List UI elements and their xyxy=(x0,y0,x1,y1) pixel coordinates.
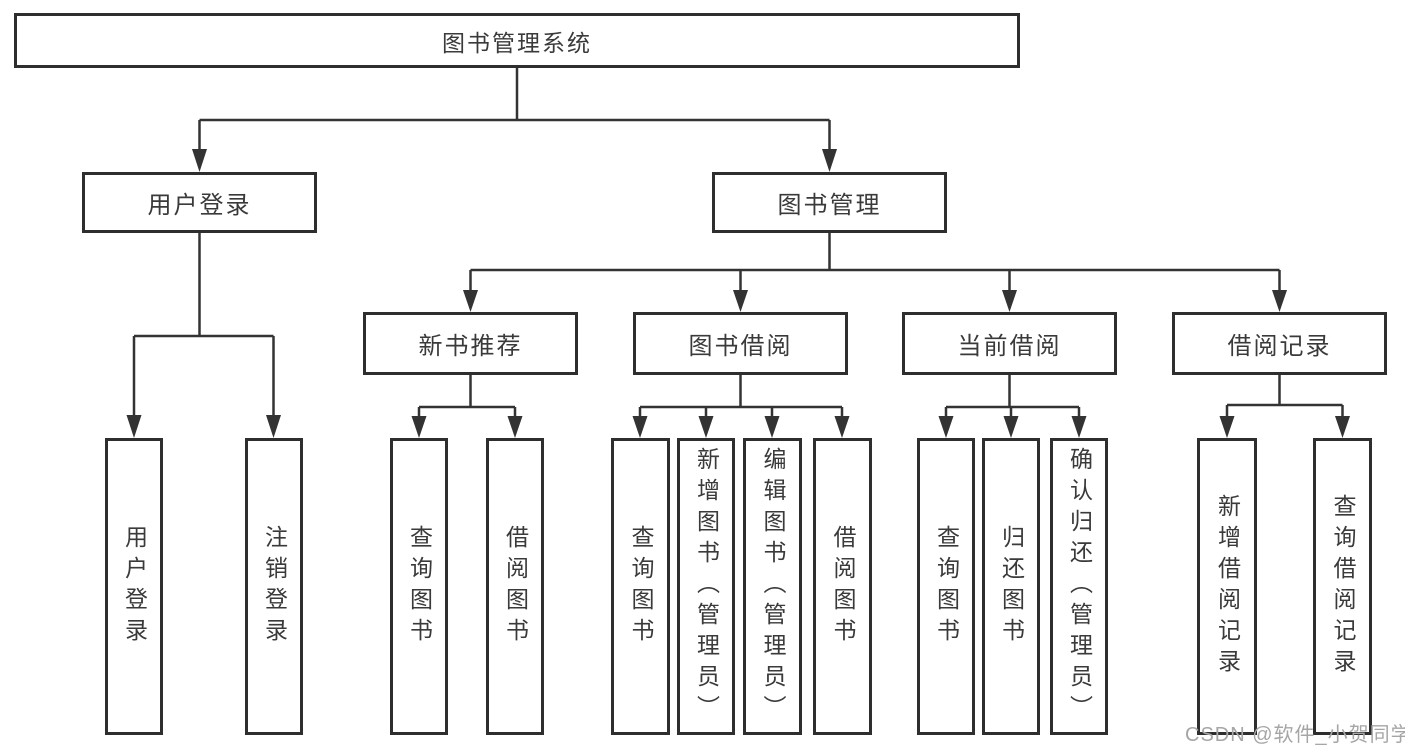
node-label: 查询借阅记录 xyxy=(1330,493,1356,680)
leaf-query-books-recommend: 查询图书 xyxy=(390,438,448,735)
node-label: 图书借阅 xyxy=(688,333,793,360)
csdn-watermark: CSDN @软件_小贺同学 xyxy=(1185,724,1405,746)
node-new-book-recommend: 新书推荐 xyxy=(363,312,578,375)
leaf-query-books-current: 查询图书 xyxy=(917,438,975,735)
connector-current-borrowing xyxy=(938,375,1087,438)
node-label: 图书管理 xyxy=(777,192,882,219)
leaf-add-books-admin: 新增图书（管理员） xyxy=(677,438,735,735)
node-borrowing-records: 借阅记录 xyxy=(1172,312,1387,375)
node-label: 查询图书 xyxy=(628,524,654,649)
node-label: 用户登录 xyxy=(121,524,148,649)
leaf-borrow-books-recommend: 借阅图书 xyxy=(486,438,544,735)
node-label: 查询图书 xyxy=(933,524,960,649)
node-label: 当前借阅 xyxy=(957,333,1062,360)
node-label: 查询图书 xyxy=(406,524,433,649)
connector-root xyxy=(192,68,837,172)
leaf-logout: 注销登录 xyxy=(245,438,303,735)
connector-book-management xyxy=(463,233,1287,312)
connector-user-login xyxy=(126,233,281,438)
leaf-confirm-return-admin: 确认归还（管理员） xyxy=(1050,438,1108,735)
connector-book-borrowing xyxy=(632,375,850,438)
node-current-borrowing: 当前借阅 xyxy=(902,312,1117,375)
node-user-login: 用户登录 xyxy=(82,172,317,233)
node-label: 借阅图书 xyxy=(830,524,856,649)
node-label: 图书管理系统 xyxy=(442,29,592,56)
node-book-management: 图书管理 xyxy=(712,172,947,233)
leaf-query-books-borrowing: 查询图书 xyxy=(611,438,670,735)
leaf-edit-books-admin: 编辑图书（管理员） xyxy=(743,438,802,735)
node-label: 用户登录 xyxy=(147,192,252,219)
leaf-borrow-books: 借阅图书 xyxy=(813,438,872,735)
leaf-add-borrow-record: 新增借阅记录 xyxy=(1197,438,1257,735)
node-library-management-system: 图书管理系统 xyxy=(14,13,1020,68)
leaf-user-login: 用户登录 xyxy=(105,438,163,735)
node-label: 借阅图书 xyxy=(502,524,529,649)
node-label: 确认归还（管理员） xyxy=(1066,447,1093,726)
node-label: 新书推荐 xyxy=(418,333,523,360)
leaf-return-books: 归还图书 xyxy=(982,438,1040,735)
node-label: 编辑图书（管理员） xyxy=(760,447,786,726)
connector-borrowing-records xyxy=(1219,375,1350,438)
connector-new-book-recommend xyxy=(411,375,523,438)
node-book-borrowing: 图书借阅 xyxy=(633,312,848,375)
node-label: 归还图书 xyxy=(998,524,1025,649)
node-label: 借阅记录 xyxy=(1227,333,1332,360)
node-label: 新增图书（管理员） xyxy=(693,447,720,726)
leaf-query-borrow-record: 查询借阅记录 xyxy=(1313,438,1372,735)
node-label: 注销登录 xyxy=(261,524,288,649)
node-label: 新增借阅记录 xyxy=(1214,493,1241,680)
